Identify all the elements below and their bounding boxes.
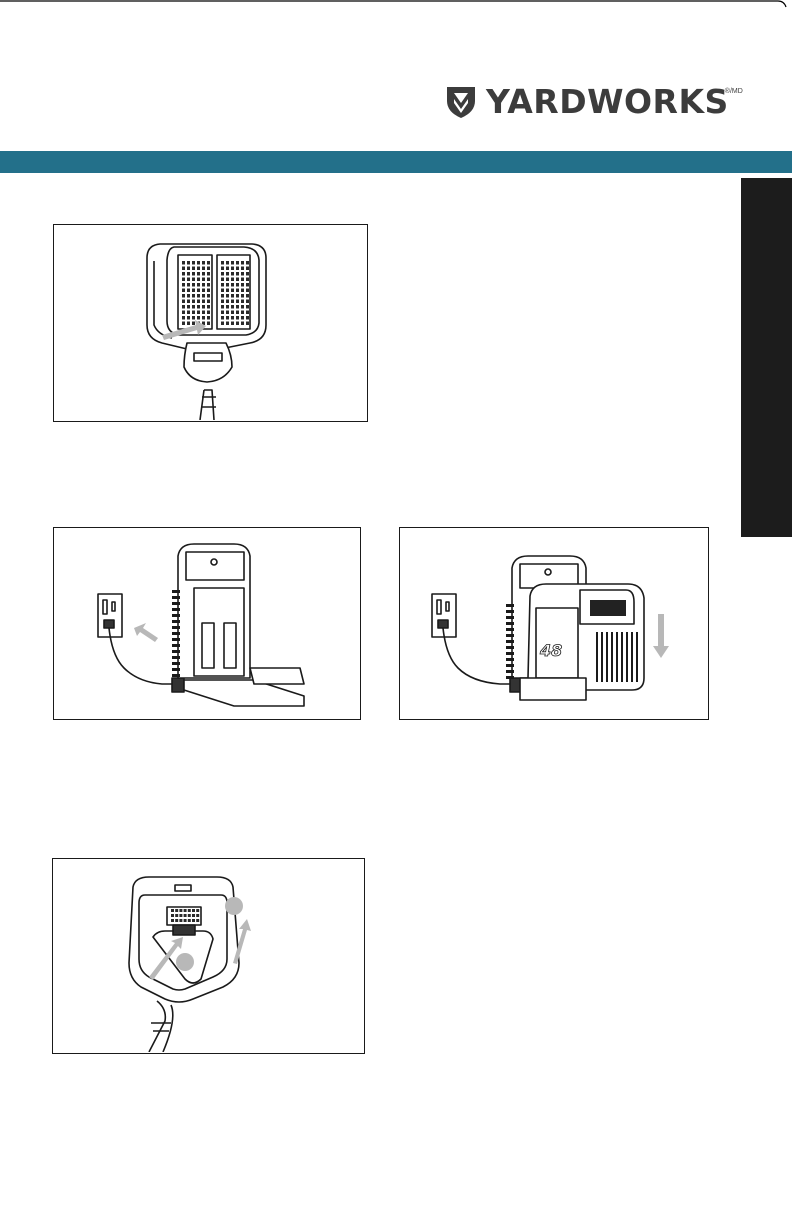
brand-name: YARDWORKS [486,82,729,122]
latch-marker [176,953,194,971]
arrow-up-left-icon [134,623,158,642]
release-button-marker [225,897,243,915]
figure-battery-pack-rear [53,224,368,422]
figure-battery-release [52,858,365,1054]
registered-mark: ®/MD [725,88,743,95]
shield-icon [444,84,478,120]
header-band [0,151,792,173]
arrow-down-icon [653,614,669,658]
figure-battery-on-charger: 48 [399,527,709,720]
section-side-tab [741,178,792,537]
figure-charger-plugged-in [53,527,361,720]
crop-mark-line [0,0,792,8]
yardworks-logo: YARDWORKS ®/MD [444,82,729,122]
voltage-badge: 48 [539,641,562,660]
